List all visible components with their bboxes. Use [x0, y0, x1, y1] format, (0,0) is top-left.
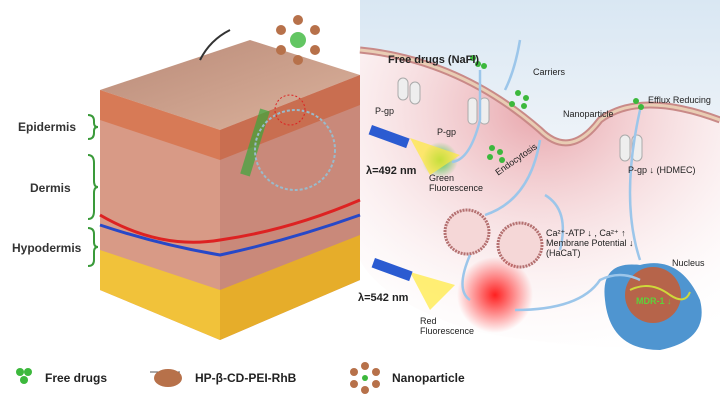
layer-braces [87, 114, 99, 267]
pgp-label-1: P-gp [375, 106, 395, 116]
free-drugs-label: Free drugs (NaFl) [388, 54, 480, 66]
flashlight-red [371, 258, 455, 310]
extracellular-space [360, 0, 720, 143]
red-fluor-line1: Red [420, 316, 437, 326]
ca-effects-label: Ca²⁺-ATP ↓ , Ca²⁺ ↑Membrane Potential ↓(… [546, 228, 634, 259]
nucleus-label: Nucleus [672, 258, 705, 268]
ca-line2: Membrane Potential ↓ [546, 237, 634, 248]
lambda-red-label: λ=542 nm [358, 292, 409, 304]
carriers-label: Carriers [533, 67, 566, 77]
green-fluor-line2: Fluorescence [429, 182, 484, 193]
legend-polymer-icon [150, 369, 182, 387]
mdr-label: MDR-1 ↓ [636, 296, 672, 306]
label-hypodermis: Hypodermis [12, 241, 82, 255]
skin-cube [99, 29, 361, 340]
green-fluor-line1: Green [429, 173, 455, 183]
efflux-label: Efflux Reducing [648, 95, 711, 105]
p-gp-transporters [397, 77, 643, 162]
arrows [451, 39, 642, 312]
free-drug-dots [16, 55, 644, 384]
legend-polymer: HP-β-CD-PEI-RhB [195, 371, 297, 385]
ca-line3: (HaCaT) [546, 247, 581, 258]
legend-nanoparticle: Nanoparticle [392, 371, 465, 385]
endosomes [443, 208, 544, 269]
nanoparticle-top [276, 15, 320, 65]
nucleus [604, 263, 702, 350]
label-dermis: Dermis [30, 181, 71, 195]
label-epidermis: Epidermis [18, 120, 77, 134]
ca-line1: Ca²⁺-ATP ↓ , Ca²⁺ ↑ [546, 228, 626, 238]
red-fluorescence-glow [457, 257, 533, 333]
flashlight-green [368, 125, 460, 175]
legend-free-drugs: Free drugs [45, 371, 108, 385]
pgp-hdmec-label: P-gp ↓ (HDMEC) [628, 165, 696, 175]
red-fluor-line2: Fluorescence [420, 325, 475, 336]
legend-nanoparticle-icon [350, 362, 380, 394]
nanoparticle-label: Nanoparticle [563, 109, 614, 119]
lambda-green-label: λ=492 nm [366, 165, 417, 177]
pgp-label-2: P-gp [437, 127, 457, 137]
